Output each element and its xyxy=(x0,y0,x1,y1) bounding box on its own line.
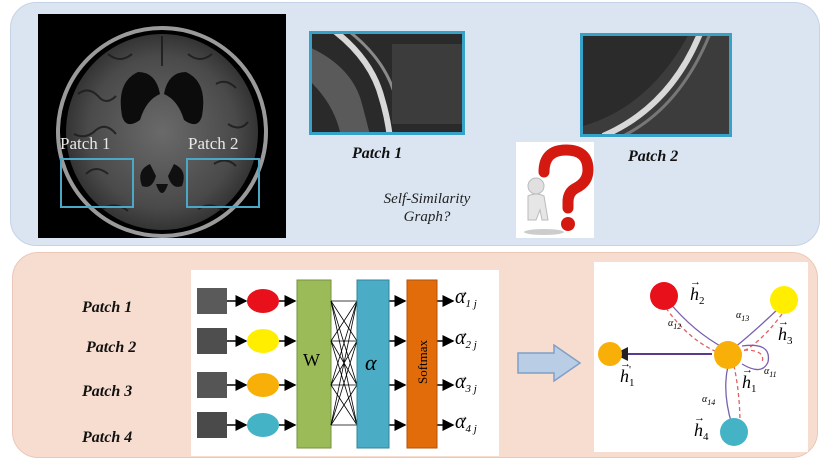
zoom-patch2-image xyxy=(580,33,732,137)
question-mark-icon xyxy=(524,144,594,235)
node-h4 xyxy=(720,418,748,446)
zoom1-caption: Patch 1 xyxy=(352,145,403,162)
patch-label-2: Patch 2 xyxy=(86,339,137,356)
label-h3: h3→ xyxy=(778,316,793,348)
brain-mri-drawing xyxy=(56,26,268,238)
brain-mri-image: Patch 1 Patch 2 xyxy=(38,14,286,238)
output-alpha-2: α2 j→ xyxy=(455,325,477,352)
alpha-layer xyxy=(356,279,390,449)
patch-label-3: Patch 3 xyxy=(82,383,133,400)
patch-label-4: Patch 4 xyxy=(82,429,133,446)
full-connections xyxy=(330,300,358,426)
question-mark-figure xyxy=(516,142,594,238)
mri-patch2-label: Patch 2 xyxy=(188,134,239,153)
patch-node-4 xyxy=(247,413,279,437)
mri-patch1-label: Patch 1 xyxy=(60,134,111,153)
node-h1-prime xyxy=(598,342,622,366)
question-line1: Self-Similarity xyxy=(383,191,471,207)
output-alpha-3: α3 j→ xyxy=(455,369,477,396)
alpha-layer-label: α xyxy=(365,350,377,375)
w-layer-label: W xyxy=(303,350,320,370)
network-figure: W α Softmax α1 j→ α2 j→ α3 j→ α4 j→ xyxy=(191,270,499,456)
patch-label-1: Patch 1 xyxy=(82,299,133,316)
node-h1 xyxy=(714,341,742,369)
patch-node-3 xyxy=(247,373,279,397)
patch-thumbnails xyxy=(197,288,227,438)
label-alpha13: α13 xyxy=(736,310,750,323)
label-h2: h2→ xyxy=(690,276,705,308)
output-alpha-4: α4 j→ xyxy=(455,409,477,436)
zoom2-caption: Patch 2 xyxy=(628,148,679,165)
softmax-layer xyxy=(406,279,438,449)
label-alpha14: α14 xyxy=(702,394,716,407)
node-h3 xyxy=(770,286,798,314)
patch-node-1 xyxy=(247,289,279,313)
zoom-patch1-image xyxy=(309,31,465,135)
attention-graph xyxy=(598,282,798,446)
label-h1: h1→ xyxy=(742,364,757,396)
label-alpha11: α11 xyxy=(764,366,777,379)
patch-node-2 xyxy=(247,329,279,353)
output-alpha-1: α1 j→ xyxy=(455,284,477,311)
network-diagram xyxy=(197,279,455,449)
graph-figure: h2→ h3→ h1→ h4→ h1→' α12 α13 α11 α14 xyxy=(594,262,808,452)
softmax-layer-label: Softmax xyxy=(415,339,430,385)
question-line2: Graph? xyxy=(403,209,451,225)
mri-patch2-box xyxy=(186,158,260,208)
w-layer xyxy=(296,279,332,449)
label-alpha12: α12 xyxy=(668,318,682,331)
mri-patch1-box xyxy=(60,158,134,208)
question-text: Self-Similarity Graph? xyxy=(352,190,502,226)
label-h4: h4→ xyxy=(694,412,709,444)
transition-arrow-icon xyxy=(517,343,582,383)
label-h1-prime: h1→' xyxy=(620,358,635,390)
node-h2 xyxy=(650,282,678,310)
